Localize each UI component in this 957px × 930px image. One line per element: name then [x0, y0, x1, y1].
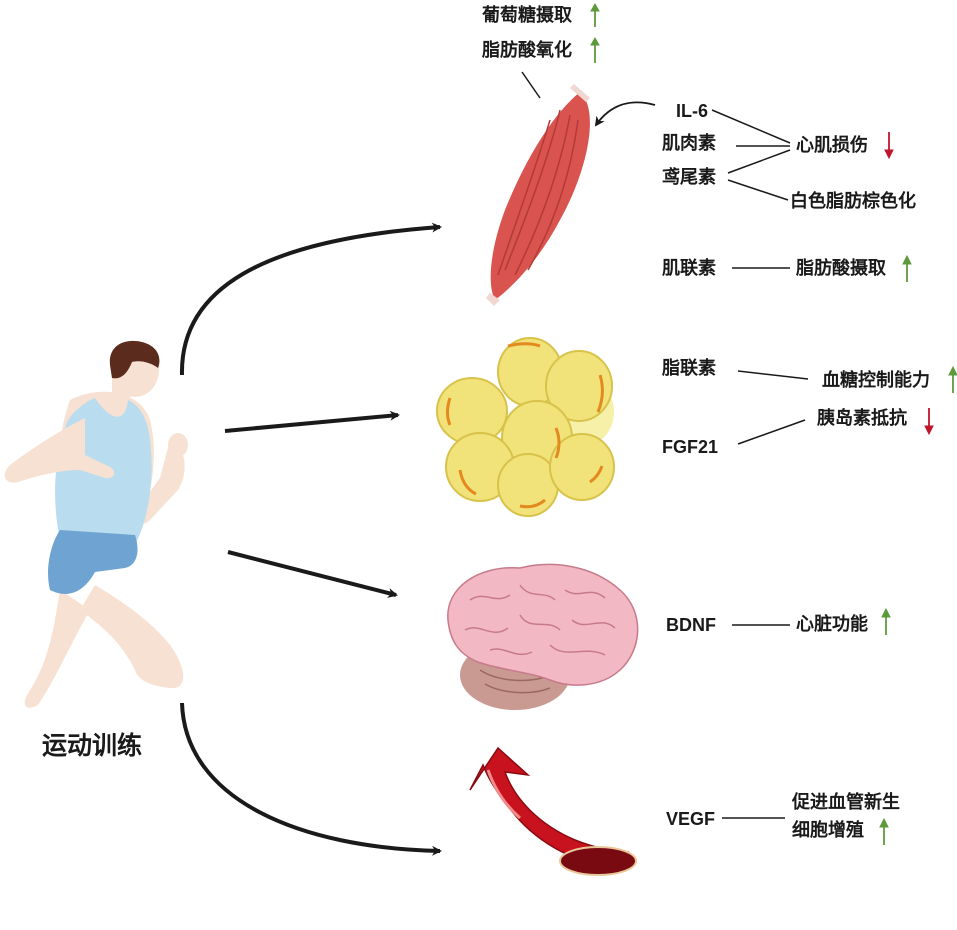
il6-label: IL-6	[676, 101, 709, 121]
down-arrow-icon	[884, 132, 894, 160]
up-arrow-icon	[590, 2, 600, 27]
down-arrow-icon	[924, 408, 934, 436]
brain-illustration	[447, 563, 639, 710]
muscle-illustration	[486, 71, 590, 306]
glucose-uptake-label: 葡萄糖摄取	[482, 5, 572, 26]
fatty-acid-oxidation-label: 脂肪酸氧化	[482, 40, 572, 61]
exercise-arrows	[179, 222, 442, 856]
fat-connectors	[737, 370, 809, 445]
blood-vessel-illustration	[469, 746, 637, 876]
myostatin-label: 肌肉素	[662, 133, 716, 154]
up-arrow-icon	[879, 817, 889, 845]
irisin-label: 鸢尾素	[662, 167, 716, 188]
muscle-connectors	[711, 109, 791, 269]
exercise-training-label: 运动训练	[42, 731, 143, 760]
up-arrow-icon	[881, 607, 891, 635]
glucose-control-label: 血糖控制能力	[822, 370, 930, 391]
cell-proliferation-label: 细胞增殖	[792, 820, 864, 841]
heart-function-label: 心脏功能	[796, 614, 868, 635]
fgf21-label: FGF21	[662, 437, 719, 457]
runner-figure	[4, 340, 188, 708]
angiogenesis-label: 促进血管新生	[792, 792, 900, 813]
bdnf-label: BDNF	[666, 615, 716, 635]
up-arrow-icon	[590, 36, 600, 63]
il6-feedback-arrow	[594, 101, 656, 127]
fat-browning-label: 白色脂肪棕色化	[790, 191, 916, 212]
insulin-resistance-label: 胰岛素抵抗	[817, 408, 907, 429]
arrow-to-fat	[224, 410, 400, 433]
up-arrow-icon	[948, 365, 957, 393]
myonectin-label: 肌联素	[662, 258, 716, 279]
vegf-label: VEGF	[666, 809, 716, 829]
cardiac-injury-label: 心肌损伤	[796, 135, 868, 156]
arrow-to-vessel	[180, 702, 442, 856]
adiponectin-label: 脂联素	[662, 358, 716, 379]
fat-tissue-illustration	[436, 337, 615, 517]
status-arrows	[590, 2, 957, 845]
arrow-to-brain	[227, 550, 398, 598]
up-arrow-icon	[902, 254, 912, 282]
arrow-to-muscle	[179, 222, 442, 376]
fatty-acid-uptake-label: 脂肪酸摄取	[796, 258, 886, 279]
